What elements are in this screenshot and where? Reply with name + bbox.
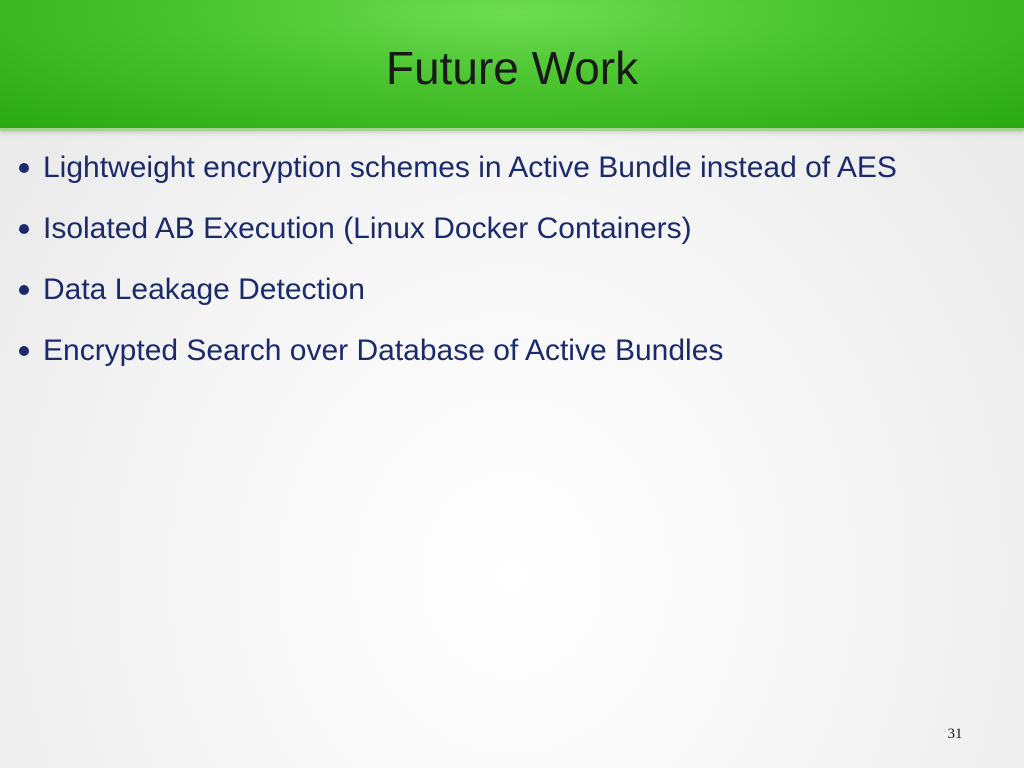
bullet-text: Isolated AB Execution (Linux Docker Cont… (43, 212, 692, 245)
bullet-item: Lightweight encryption schemes in Active… (16, 144, 1016, 205)
slide-title: Future Work (385, 42, 639, 94)
bullet-text: Lightweight encryption schemes in Active… (43, 151, 897, 184)
title-banner: Future Work (0, 0, 1024, 131)
bullet-text: Data Leakage Detection (43, 273, 365, 306)
bullet-item: Encrypted Search over Database of Active… (16, 327, 1016, 388)
bullet-item: Isolated AB Execution (Linux Docker Cont… (16, 205, 1016, 266)
bullet-dot-icon (19, 224, 29, 234)
bullet-dot-icon (19, 346, 29, 356)
page-number: 31 (947, 726, 963, 742)
bullet-text: Encrypted Search over Database of Active… (43, 334, 724, 367)
bullet-list: Lightweight encryption schemes in Active… (16, 144, 1016, 388)
bullet-item: Data Leakage Detection (16, 266, 1016, 327)
bullet-dot-icon (19, 163, 29, 173)
bullet-dot-icon (19, 285, 29, 295)
